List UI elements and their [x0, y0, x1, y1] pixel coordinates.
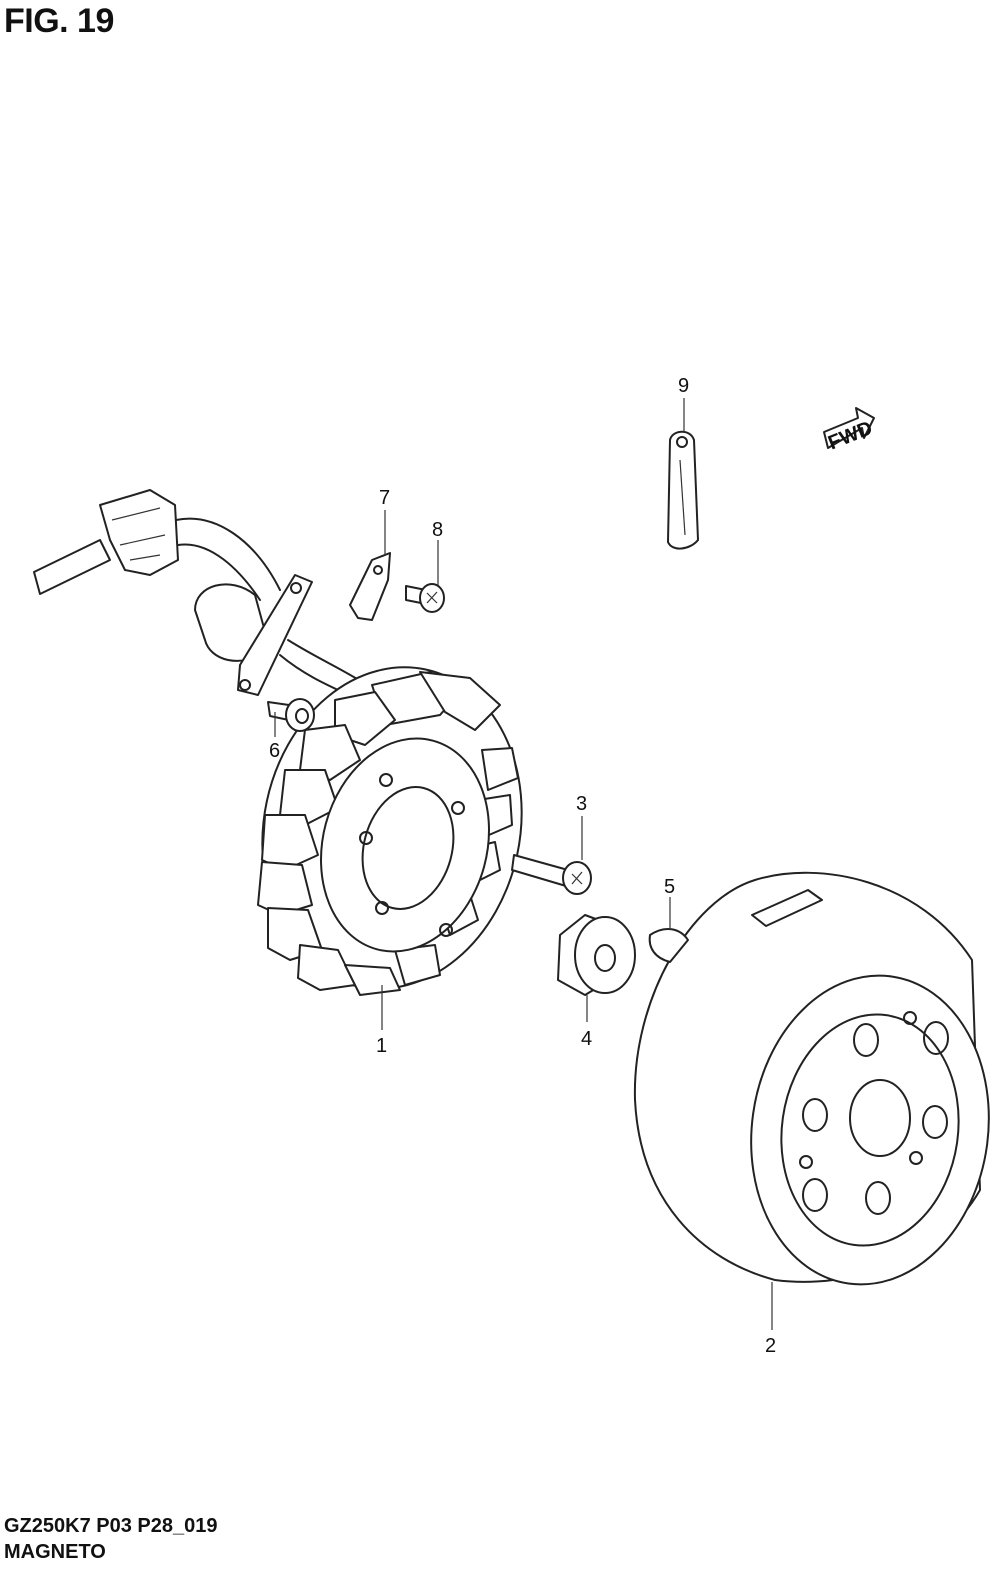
stator-part — [257, 666, 523, 996]
stator-harness — [33, 489, 376, 706]
callout-7: 7 — [379, 487, 390, 509]
figure-title: FIG. 19 — [4, 2, 114, 40]
figure-name: MAGNETO — [4, 1541, 106, 1563]
callout-1: 1 — [376, 1035, 387, 1057]
rotor-part — [633, 871, 990, 1286]
callout-numbers: 1 2 3 4 5 6 7 8 9 — [269, 375, 776, 1357]
callout-9: 9 — [678, 375, 689, 397]
screw-part-8 — [405, 583, 445, 613]
callout-2: 2 — [765, 1335, 776, 1357]
callout-8: 8 — [432, 519, 443, 541]
callout-4: 4 — [581, 1028, 592, 1050]
clamp-part-7 — [349, 552, 391, 621]
callout-6: 6 — [269, 740, 280, 762]
callout-5: 5 — [664, 876, 675, 898]
bolt-part-3 — [511, 854, 592, 895]
callout-3: 3 — [576, 793, 587, 815]
key-part-5 — [648, 928, 689, 963]
nut-part-4 — [557, 914, 636, 996]
clamp-part-9 — [667, 430, 699, 550]
fwd-arrow-icon: FWD — [823, 407, 876, 455]
leader-lines — [274, 398, 773, 1330]
figure-code: GZ250K7 P03 P28_019 — [4, 1515, 218, 1537]
